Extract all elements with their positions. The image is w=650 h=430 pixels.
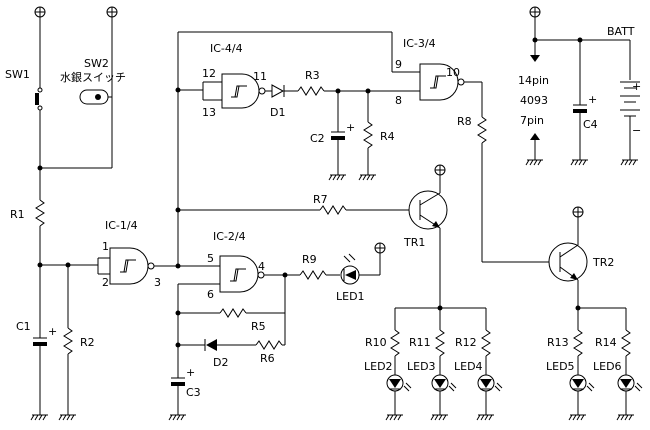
polarity-c1: +: [48, 325, 57, 338]
label-r2: R2: [80, 336, 95, 349]
label-c2: C2: [310, 132, 325, 145]
label-led4: LED4: [454, 360, 483, 373]
sw2-mercury-switch: [40, 17, 113, 169]
label-d2: D2: [213, 356, 228, 369]
r2-resistor: [63, 265, 73, 415]
label-d1: D1: [270, 106, 285, 119]
polarity-c2: +: [346, 121, 355, 134]
label-r4: R4: [380, 130, 395, 143]
label-ic-type: 4093: [520, 94, 548, 107]
r4-resistor: [363, 91, 373, 175]
c3-capacitor: [171, 377, 185, 415]
label-led6: LED6: [593, 360, 622, 373]
label-gate-ic3: IC-3/4: [403, 37, 436, 50]
label-led5: LED5: [546, 360, 575, 373]
r6-resistor: [255, 340, 285, 350]
pin-ic2-out: 4: [258, 260, 265, 273]
gate-ic2: [177, 255, 300, 378]
r13-led5-branch: [569, 308, 587, 415]
d1-diode: [271, 84, 298, 98]
pin-ic2-b: 6: [207, 288, 214, 301]
pin-ic4-out: 11: [253, 70, 267, 83]
vcc-terminal-tr2: [572, 206, 584, 218]
label-gate-ic2: IC-2/4: [213, 230, 246, 243]
r7-resistor: [178, 205, 420, 215]
label-tr2: TR2: [592, 256, 614, 269]
led-emission-arrows: [403, 382, 643, 392]
ground-symbols: [30, 159, 638, 421]
pin-ic3-b: 8: [395, 94, 402, 107]
c1-capacitor: [33, 265, 47, 415]
power-supply: [530, 17, 640, 160]
pin-ic1-b: 2: [102, 276, 109, 289]
label-ic-pin7: 7pin: [520, 114, 544, 127]
pin-ic3-a: 9: [395, 58, 402, 71]
r10-led2-branch: [386, 308, 404, 415]
label-tr1: TR1: [403, 236, 425, 249]
tr1-transistor: [408, 175, 448, 308]
gate-ic3: [419, 63, 482, 101]
vcc-terminal-led1: [374, 242, 386, 254]
pin-ic1-a: 1: [102, 240, 109, 253]
label-r14: R14: [595, 336, 617, 349]
polarity-batt-plus: +: [632, 80, 641, 93]
r1-resistor: [35, 199, 45, 265]
label-c1: C1: [16, 320, 31, 333]
vcc-terminal-sw1: [34, 6, 46, 18]
gate-ic1: [97, 247, 178, 285]
r5-resistor: [178, 275, 286, 345]
label-sw1: SW1: [5, 68, 30, 81]
sw1-switch: [35, 17, 43, 200]
label-r10: R10: [365, 336, 387, 349]
gate-ic4: [178, 73, 272, 109]
vcc-terminal-sw2: [106, 6, 118, 18]
pin-ic4-a: 12: [202, 67, 216, 80]
label-led3: LED3: [407, 360, 436, 373]
label-gate-ic4: IC-4/4: [210, 42, 243, 55]
polarity-c4: +: [588, 93, 597, 106]
label-r5: R5: [251, 320, 266, 333]
c2-capacitor: [331, 91, 345, 175]
r14-led6-branch: [617, 308, 635, 415]
led1-led: [340, 253, 381, 285]
junction-dot: [37, 165, 43, 171]
label-r9: R9: [302, 253, 317, 266]
label-r12: R12: [455, 336, 477, 349]
label-c3: C3: [186, 386, 201, 399]
label-led1: LED1: [336, 290, 365, 303]
tr2-transistor: [548, 217, 588, 308]
vcc-terminal-tr1: [434, 164, 446, 176]
r11-led3-branch: [431, 308, 449, 415]
r8-resistor: [477, 82, 560, 263]
label-sw2: SW2: [84, 57, 109, 70]
label-sw2-desc: 水銀スイッチ: [60, 70, 126, 84]
pin-ic3-out: 10: [446, 66, 460, 79]
label-r7: R7: [313, 193, 328, 206]
r9-resistor: [299, 270, 340, 280]
label-led2: LED2: [364, 360, 393, 373]
label-r11: R11: [409, 336, 431, 349]
label-r3: R3: [305, 69, 320, 82]
polarity-batt-minus: −: [632, 124, 641, 137]
label-gate-ic1: IC-1/4: [105, 219, 138, 232]
label-r13: R13: [547, 336, 569, 349]
d2-diode: [178, 339, 256, 351]
r12-led4-branch: [477, 308, 495, 415]
polarity-c3: +: [186, 366, 195, 379]
label-r1: R1: [10, 208, 25, 221]
vcc-terminal-ic: [529, 6, 541, 18]
label-r6: R6: [260, 352, 275, 365]
label-c4: C4: [583, 118, 598, 131]
label-ic-pin14: 14pin: [518, 74, 549, 87]
pin-ic4-b: 13: [202, 106, 216, 119]
pin-ic2-a: 5: [207, 252, 214, 265]
label-batt: BATT: [607, 25, 635, 38]
pin-ic1-out: 3: [154, 276, 161, 289]
label-r8: R8: [457, 115, 472, 128]
